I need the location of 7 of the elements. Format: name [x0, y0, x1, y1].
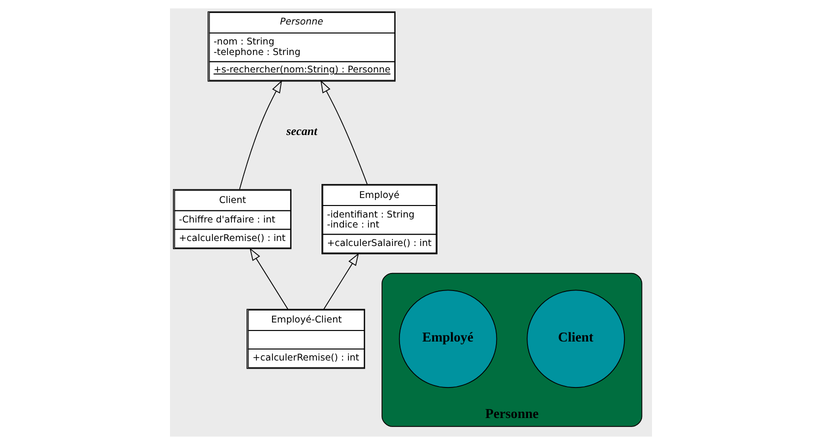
node-circle: Client [526, 290, 624, 388]
arrow [238, 80, 282, 190]
node-circle: Employé [398, 290, 497, 388]
arrow [322, 252, 358, 310]
arrow [249, 248, 288, 310]
arrow [320, 80, 368, 185]
label: secant [286, 124, 317, 138]
